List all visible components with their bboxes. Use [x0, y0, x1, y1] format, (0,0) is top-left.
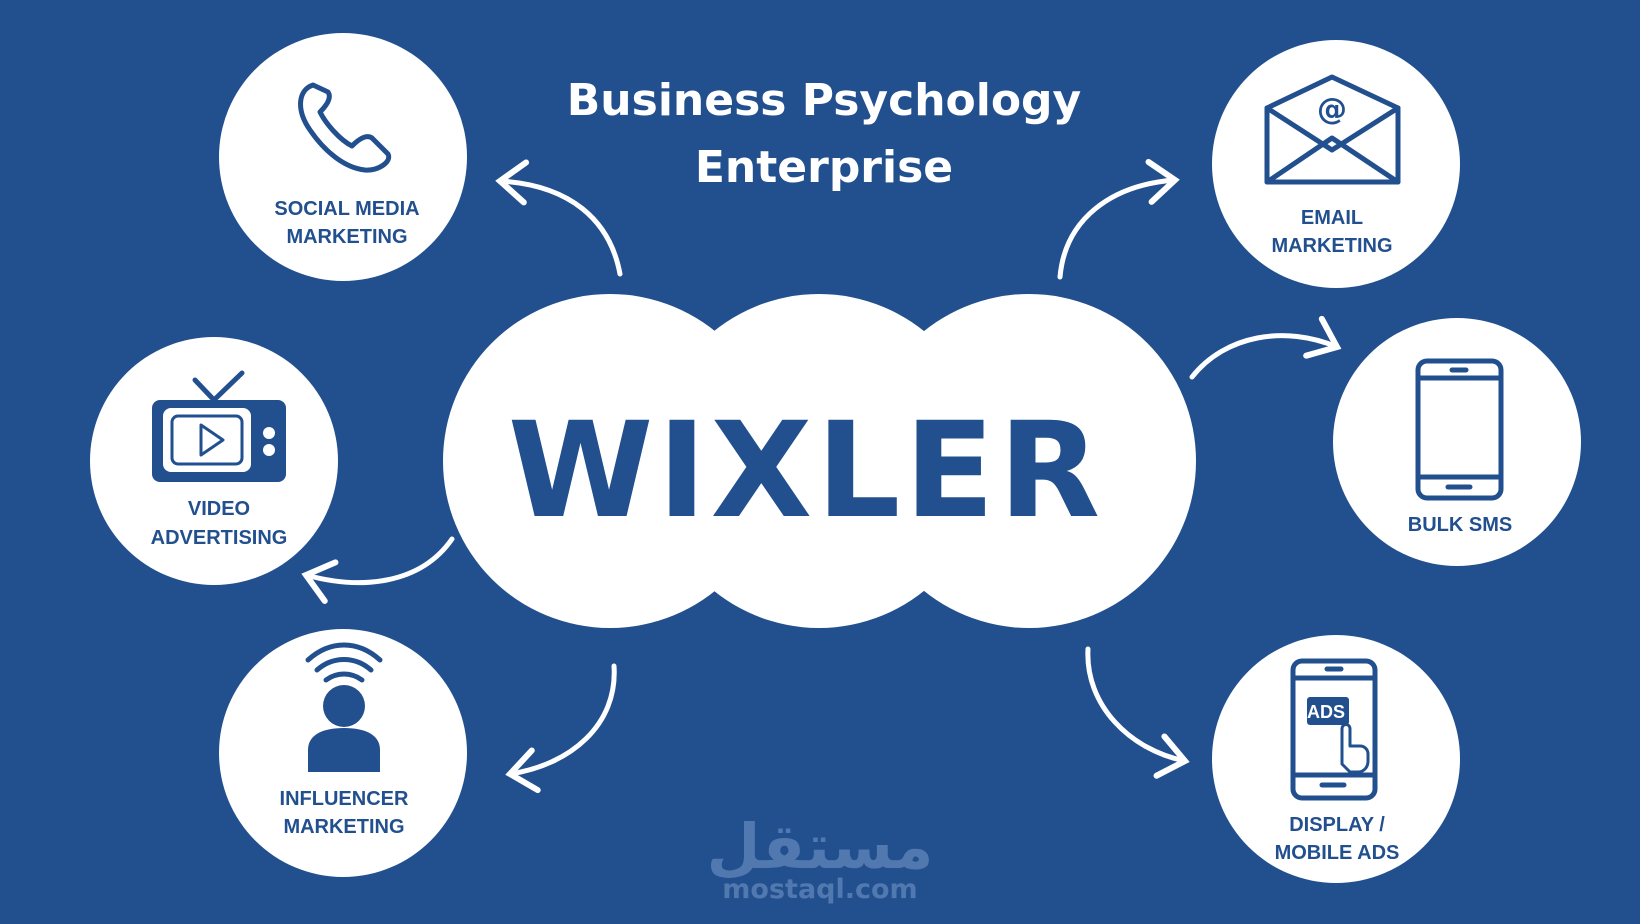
phone-icon	[298, 82, 392, 173]
arrow-to-sms	[1189, 315, 1342, 380]
watermark-arabic: مستقل	[707, 810, 934, 883]
tv-icon	[152, 370, 286, 482]
at-sign: @	[1317, 92, 1347, 127]
arrow-to-video	[301, 536, 455, 604]
node-influencer-marketing: INFLUENCER MARKETING	[219, 629, 467, 877]
label-line: EMAIL	[1301, 207, 1363, 229]
arrow-to-display	[1085, 646, 1190, 779]
node-email-marketing: @ EMAIL MARKETING	[1212, 40, 1460, 288]
arrows	[301, 158, 1342, 794]
label-line: SOCIAL MEDIA	[274, 198, 419, 220]
ads-phone-icon: ADS	[1290, 658, 1378, 801]
label-line: MARKETING	[283, 816, 404, 838]
watermark-url: mostaql.com	[722, 874, 917, 905]
label-line: BULK SMS	[1408, 514, 1512, 536]
node-video-advertising: VIDEO ADVERTISING	[90, 337, 338, 585]
node-bulk-sms: BULK SMS	[1333, 318, 1581, 566]
label-line: MARKETING	[286, 226, 407, 248]
brand-name: WIXLER	[508, 394, 1104, 548]
node-social-media-marketing: SOCIAL MEDIA MARKETING	[219, 33, 467, 281]
central-cloud	[443, 294, 1196, 628]
smartphone-icon	[1415, 358, 1504, 501]
label-line: ADVERTISING	[151, 527, 288, 549]
title-line-2: Enterprise	[695, 142, 953, 193]
label-line: INFLUENCER	[280, 788, 409, 810]
pointing-hand-icon	[1340, 723, 1370, 774]
label-line: DISPLAY /	[1289, 814, 1385, 836]
node-display-mobile-ads: ADS DISPLAY / MOBILE ADS	[1212, 635, 1460, 883]
arrow-to-email	[1057, 158, 1180, 280]
title-line-1: Business Psychology	[567, 75, 1081, 126]
ads-badge: ADS	[1307, 702, 1345, 722]
label-line: MOBILE ADS	[1275, 842, 1400, 864]
arrow-to-social	[495, 159, 623, 277]
arrow-to-influencer	[505, 663, 617, 794]
mostaql-watermark: مستقل mostaql.com	[707, 810, 934, 905]
label-line: VIDEO	[188, 498, 250, 520]
influencer-icon	[305, 642, 383, 772]
label-line: MARKETING	[1271, 235, 1392, 257]
envelope-icon: @	[1264, 74, 1401, 185]
